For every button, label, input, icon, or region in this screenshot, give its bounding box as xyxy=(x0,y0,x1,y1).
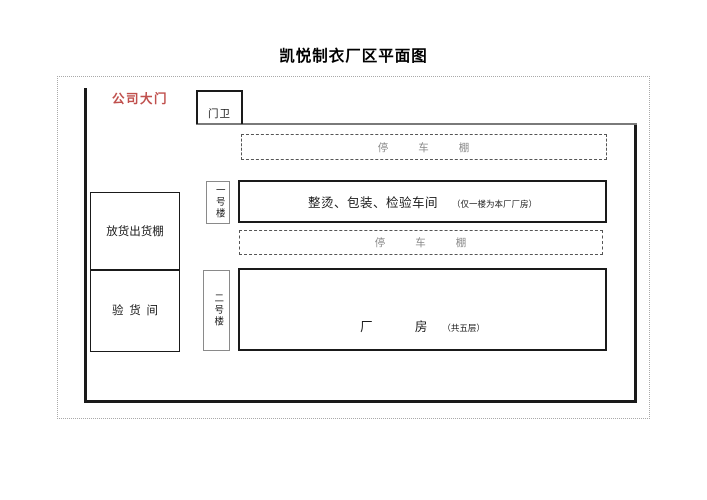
factory-building-note: （共五层） xyxy=(442,323,485,333)
storage-area: 放货出货棚 验 货 间 xyxy=(90,192,180,352)
site-boundary-bottom xyxy=(84,400,637,403)
building-label-two: 二号楼 xyxy=(203,270,230,351)
page-title: 凯悦制衣厂区平面图 xyxy=(279,48,428,65)
factory-building-name: 厂 房 xyxy=(360,320,429,334)
page-dotted-border xyxy=(57,76,650,419)
workshop-building: 整烫、包装、检验车间 （仅一楼为本厂厂房） xyxy=(238,180,607,223)
site-boundary-left xyxy=(84,88,87,403)
parking-shed-lower: 停 车 棚 xyxy=(239,230,603,255)
factory-building: 厂 房 （共五层） xyxy=(238,268,607,351)
building-label-one-text: 一号楼 xyxy=(213,185,224,220)
goods-dispatch-shed: 放货出货棚 xyxy=(91,193,179,271)
workshop-building-name: 整烫、包装、检验车间 xyxy=(307,196,438,210)
building-label-one: 一号楼 xyxy=(206,181,230,224)
site-boundary-top xyxy=(196,123,637,125)
guard-house-label: 门卫 xyxy=(208,109,231,120)
goods-inspection-room-label: 验 货 间 xyxy=(112,305,158,317)
parking-shed-lower-label: 停 车 棚 xyxy=(374,238,468,249)
parking-shed-upper-label: 停 车 棚 xyxy=(377,142,471,154)
building-label-two-text: 二号楼 xyxy=(212,293,223,328)
parking-shed-upper: 停 车 棚 xyxy=(241,134,607,160)
goods-inspection-room: 验 货 间 xyxy=(91,271,179,349)
factory-building-text: 厂 房 （共五层） xyxy=(360,316,485,335)
workshop-building-note: （仅一楼为本厂厂房） xyxy=(452,199,538,209)
workshop-building-text: 整烫、包装、检验车间 （仅一楼为本厂厂房） xyxy=(308,192,537,211)
guard-house-box: 门卫 xyxy=(196,90,243,124)
site-boundary-right xyxy=(634,124,637,403)
company-gate-label: 公司大门 xyxy=(112,92,169,106)
goods-dispatch-shed-label: 放货出货棚 xyxy=(106,226,164,238)
